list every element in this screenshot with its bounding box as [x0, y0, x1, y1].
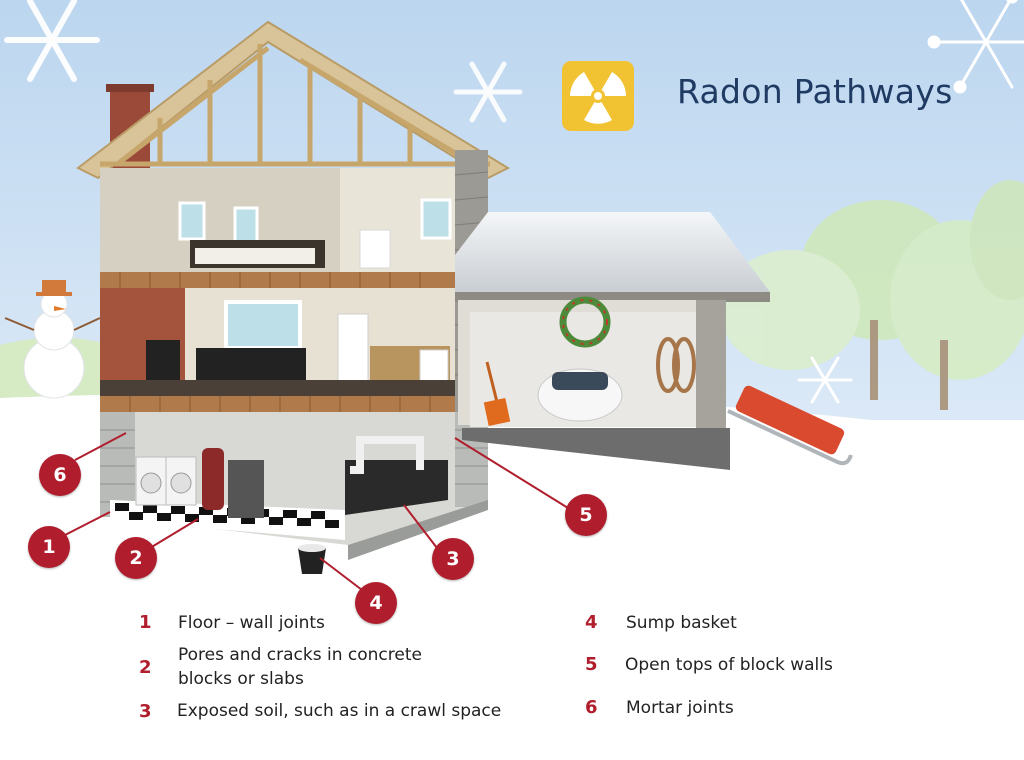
legend-number-1: 1 [139, 612, 152, 633]
garage [455, 212, 770, 470]
legend-line: Exposed soil, such as in a crawl space [177, 701, 502, 721]
legend-line: Mortar joints [626, 698, 734, 718]
legend-line: Floor – wall joints [178, 613, 325, 633]
legend-number-4: 4 [585, 612, 598, 633]
legend-text-5: Open tops of block walls [625, 653, 833, 677]
snowflake-icon [4, 0, 100, 82]
marker-2: 2 [115, 537, 157, 579]
trees [720, 180, 1024, 410]
leader-line-1 [64, 511, 111, 536]
legend-number-5: 5 [585, 654, 598, 675]
legend-line: Pores and cracks in concrete [178, 645, 422, 665]
legend-line: blocks or slabs [178, 669, 304, 689]
marker-4: 4 [355, 582, 397, 624]
marker-6: 6 [39, 454, 81, 496]
radiation-trefoil-icon [562, 61, 634, 131]
legend-text-1: Floor – wall joints [178, 611, 325, 635]
legend-line: Open tops of block walls [625, 655, 833, 675]
leader-line-3 [403, 504, 438, 549]
sled [727, 385, 853, 466]
marker-5: 5 [565, 494, 607, 536]
snowman [4, 280, 101, 399]
page-title: Radon Pathways [677, 72, 953, 111]
leader-line-4 [319, 557, 363, 591]
marker-3: 3 [432, 538, 474, 580]
snowflake-icon [927, 0, 1024, 94]
legend-line: Sump basket [626, 613, 737, 633]
legend-number-6: 6 [585, 697, 598, 718]
callout-leader-lines [64, 432, 569, 591]
legend-text-2: Pores and cracks in concrete blocks or s… [178, 643, 422, 691]
house [76, 20, 511, 574]
legend-number-3: 3 [139, 701, 152, 722]
leader-line-6 [74, 432, 127, 461]
legend-text-3: Exposed soil, such as in a crawl space [177, 699, 501, 723]
legend-number-2: 2 [139, 657, 152, 678]
snowflake-icon [453, 61, 523, 123]
house-cutaway-illustration [0, 0, 1024, 591]
leader-line-5 [454, 437, 569, 509]
snowflake-icon [797, 356, 853, 404]
leader-line-2 [149, 518, 199, 549]
legend-text-6: Mortar joints [626, 696, 734, 720]
marker-1: 1 [28, 526, 70, 568]
legend-text-4: Sump basket [626, 611, 737, 635]
